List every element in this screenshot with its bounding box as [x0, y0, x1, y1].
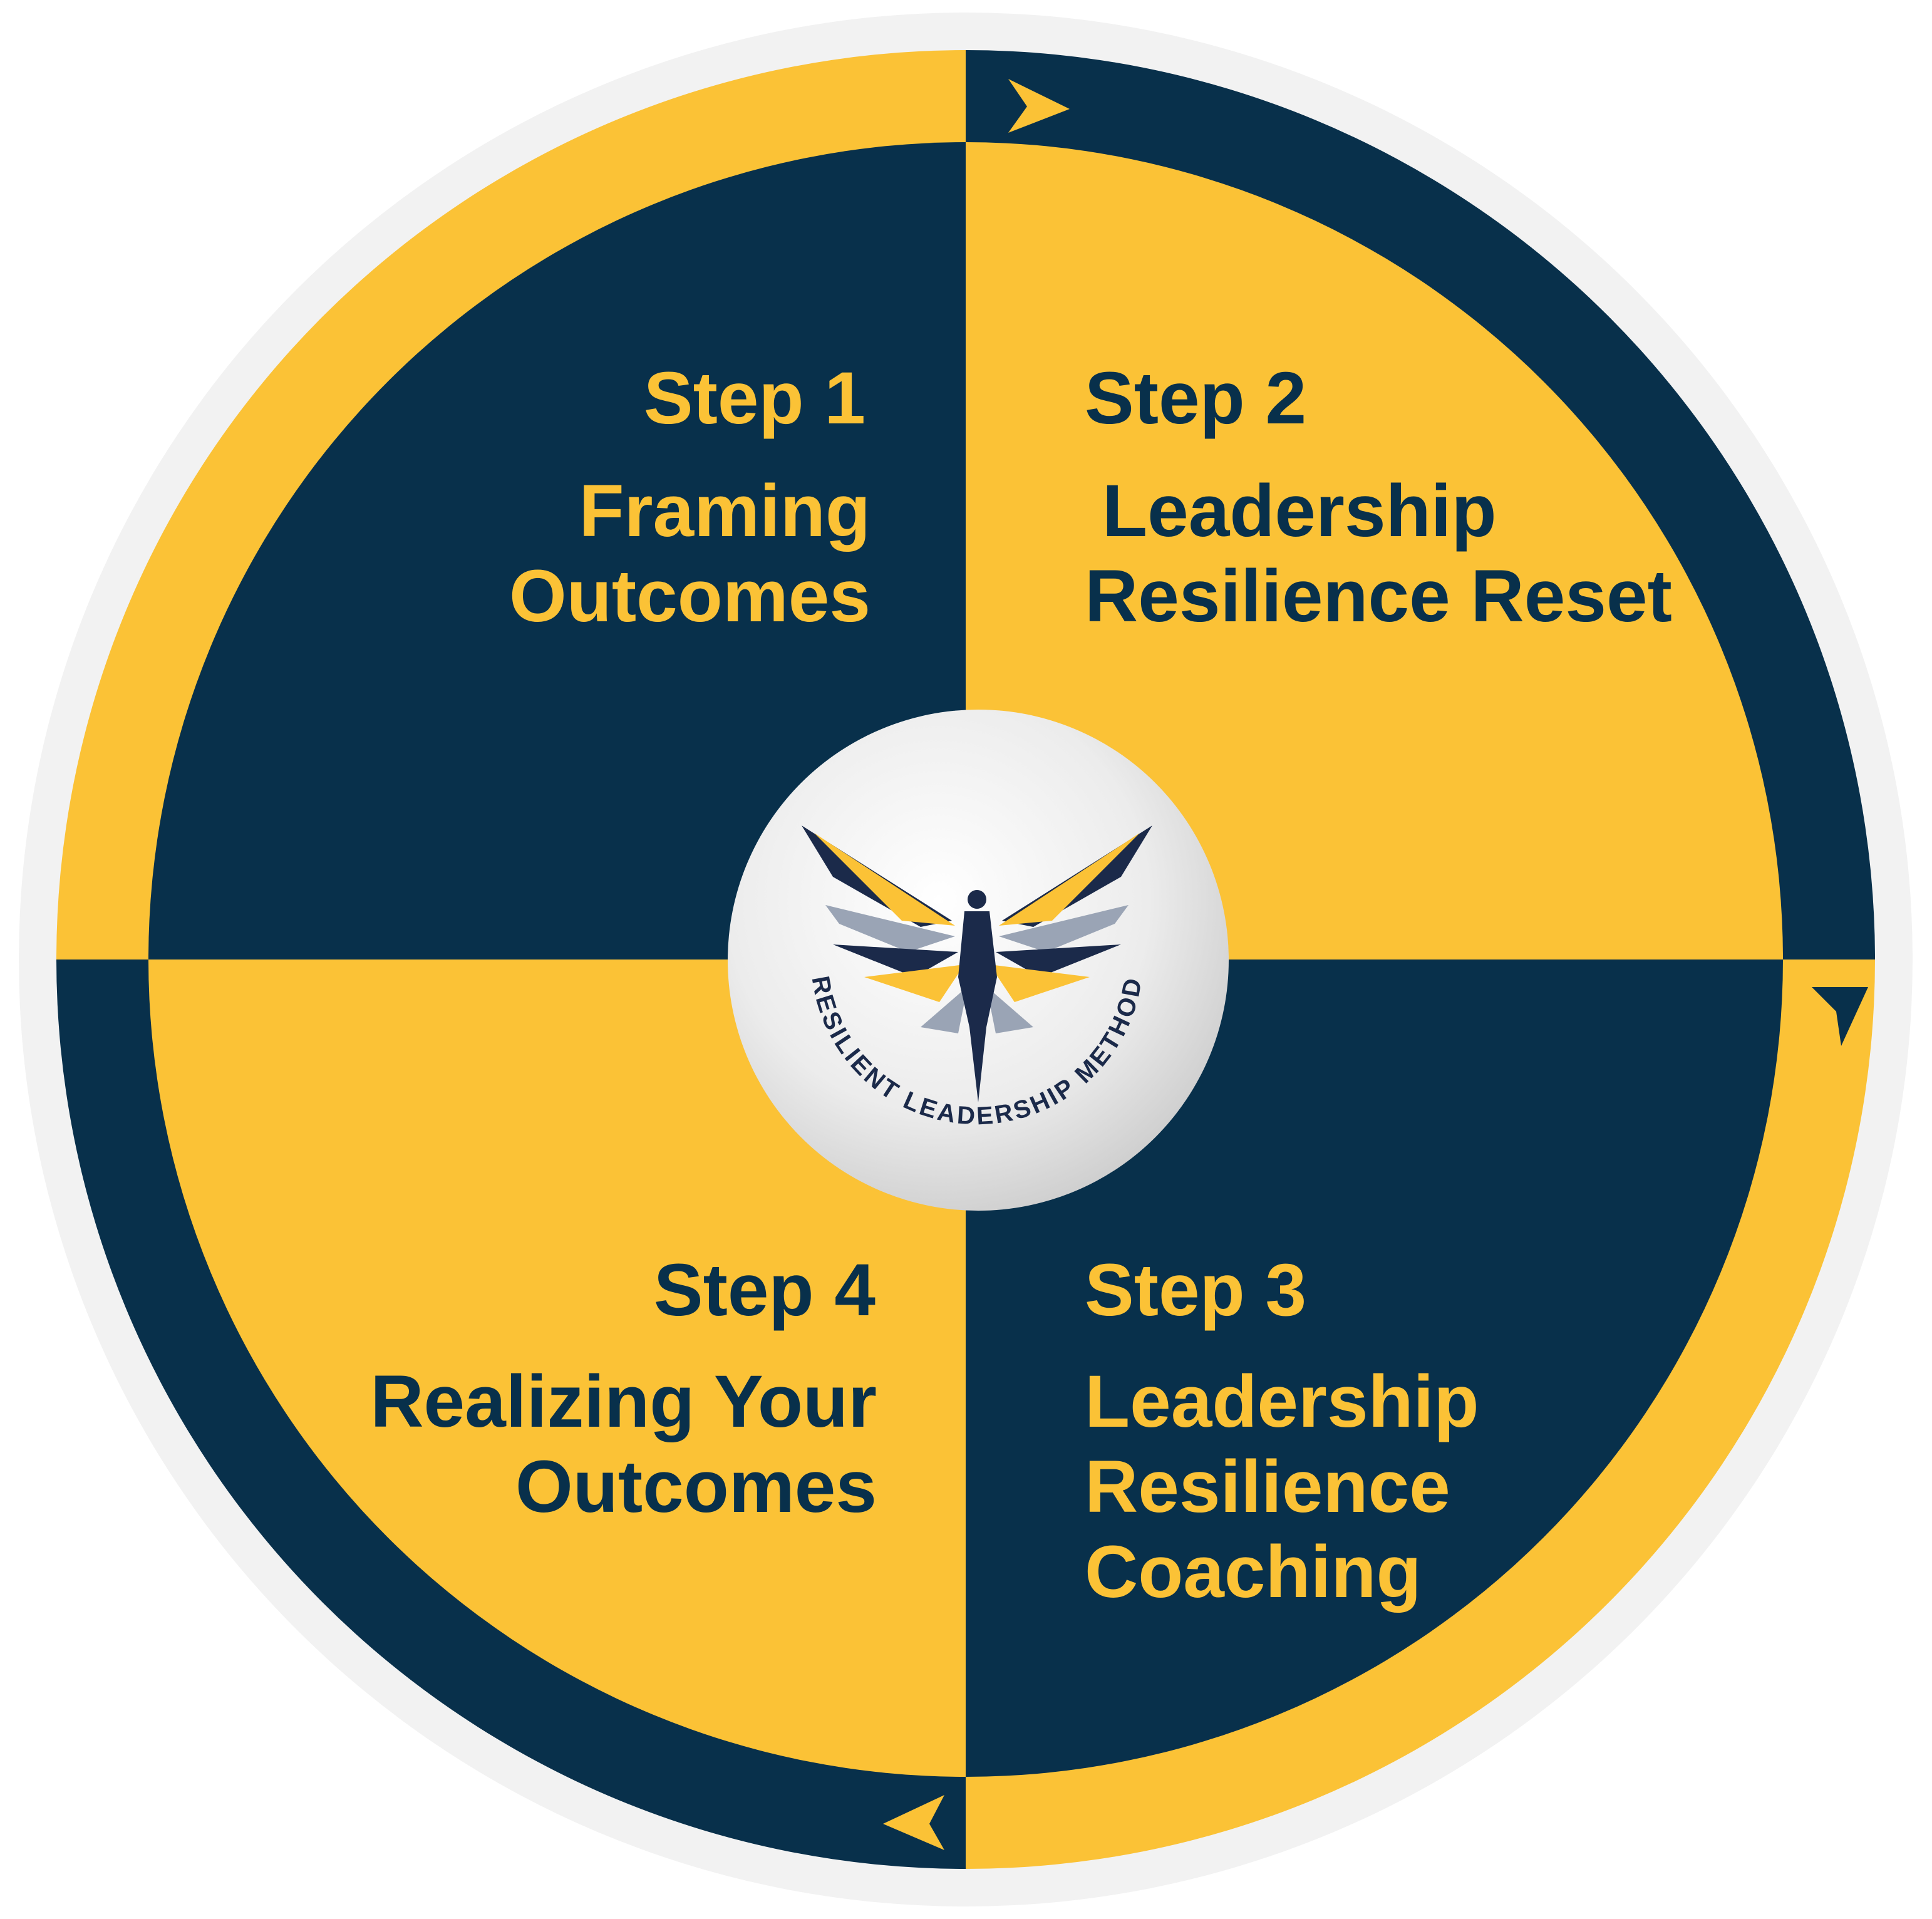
- quadrant-step-3: [966, 959, 1783, 1777]
- step-3-title-line-2: Resilience: [1085, 1446, 1450, 1528]
- step-3-number: Step 3: [1085, 1249, 1306, 1332]
- step-2-number: Step 2: [1085, 357, 1306, 440]
- inner-quadrants: [148, 142, 1783, 1777]
- wing-right-5: [989, 965, 1090, 1002]
- wing-right-4: [996, 944, 1121, 977]
- wing-right-2: [999, 833, 1140, 926]
- direction-arrows: [883, 79, 1868, 1850]
- winged-figure-icon: [802, 825, 1152, 1102]
- center-emblem: RESILIENT LEADERSHIP METHOD: [728, 710, 1229, 1211]
- quadrant-step-1: [148, 142, 966, 959]
- step-4-title-line-1: Realizing Your: [370, 1360, 877, 1443]
- step-2-title-line-2: Resilience Reset: [1085, 555, 1672, 638]
- wing-left-6: [921, 986, 968, 1033]
- figure-head: [968, 890, 986, 909]
- step-4-block: Step 4 Realizing Your Outcomes: [370, 1249, 877, 1528]
- figure-body: [958, 911, 997, 1102]
- wing-left-3: [825, 905, 955, 952]
- step-4-number: Step 4: [654, 1249, 876, 1332]
- step-2-block: Step 2 Leadership Resilience Reset: [1085, 357, 1672, 638]
- step-3-block: Step 3 Leadership Resilience Coaching: [1085, 1249, 1479, 1613]
- arrow-left-icon: [883, 1795, 944, 1850]
- quadrant-step-4: [148, 959, 966, 1777]
- step-3-title-line-1: Leadership: [1085, 1360, 1479, 1443]
- wing-right-6: [986, 986, 1033, 1033]
- wing-left-2: [814, 833, 955, 926]
- wing-left-5: [864, 965, 964, 1002]
- step-1-number: Step 1: [644, 357, 865, 440]
- wing-right-3: [999, 905, 1129, 952]
- quadrant-step-2: [966, 142, 1783, 959]
- arrow-down-icon: [1812, 987, 1868, 1046]
- step-4-title-line-2: Outcomes: [515, 1446, 877, 1528]
- step-1-title-line-2: Outcomes: [509, 555, 870, 638]
- step-3-title-line-3: Coaching: [1085, 1531, 1422, 1613]
- step-2-title-line-1: Leadership: [1102, 470, 1497, 552]
- step-1-block: Step 1 Framing Outcomes: [509, 357, 870, 638]
- arrow-right-icon: [1008, 79, 1070, 133]
- wing-left-4: [833, 944, 958, 977]
- step-1-title-line-1: Framing: [579, 470, 871, 552]
